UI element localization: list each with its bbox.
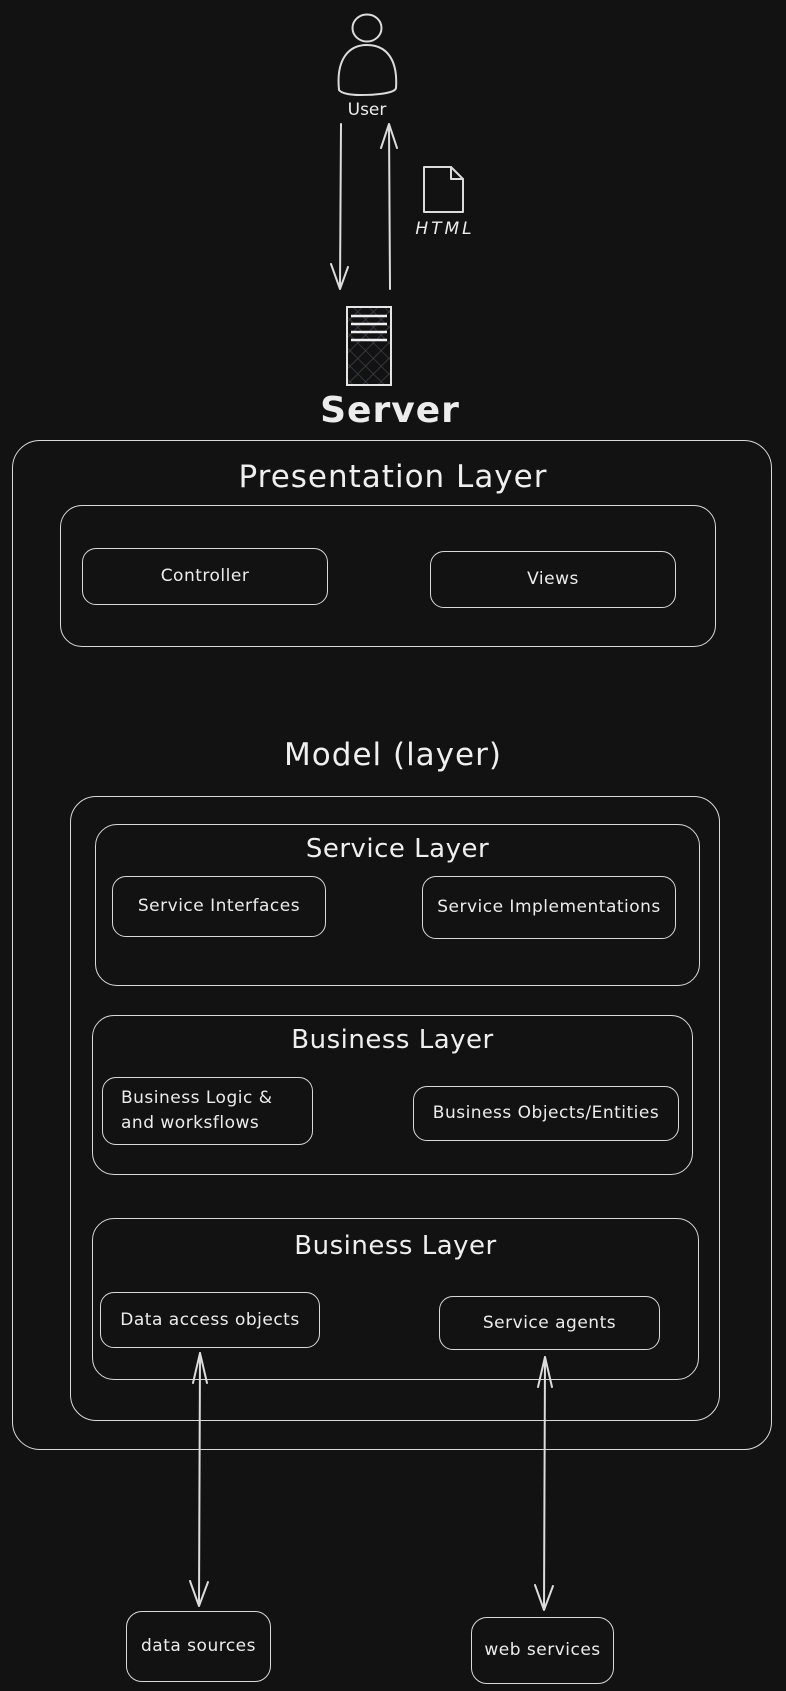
arrow-up-icon (380, 123, 398, 290)
server-label: Server (320, 390, 460, 431)
service-implementations-node: Service Implementations (422, 876, 676, 939)
user-icon (337, 13, 398, 96)
service-layer-box: Service Layer (95, 824, 700, 986)
business-logic-label: Business Logic & and worksflows (121, 1088, 273, 1133)
presentation-layer-title: Presentation Layer (238, 459, 548, 495)
business-objects-label: Business Objects/Entities (432, 1103, 660, 1124)
data-sources-node: data sources (126, 1611, 271, 1682)
presentation-layer-box (60, 505, 716, 647)
views-node: Views (430, 551, 676, 608)
user-label: User (347, 100, 387, 120)
web-services-node: web services (471, 1617, 614, 1684)
data-sources-label: data sources (140, 1636, 256, 1657)
data-access-objects-label: Data access objects (120, 1309, 300, 1330)
business-objects-node: Business Objects/Entities (413, 1086, 679, 1141)
business-layer-box-1: Business Layer (92, 1015, 693, 1175)
controller-label: Controller (160, 566, 250, 587)
server-icon (346, 306, 392, 386)
views-label: Views (527, 569, 579, 590)
server-outer-box (12, 440, 772, 1450)
business-layer-title-1: Business Layer (291, 1025, 494, 1055)
arrow-down-icon (330, 123, 349, 290)
business-logic-node: Business Logic & and worksflows (102, 1077, 313, 1145)
model-layer-title: Model (layer) (284, 737, 502, 773)
business-layer-box-2: Business Layer (92, 1218, 699, 1380)
service-agents-label: Service agents (482, 1312, 617, 1333)
html-document-icon (423, 166, 464, 213)
service-interfaces-node: Service Interfaces (112, 876, 326, 937)
data-access-objects-node: Data access objects (100, 1292, 320, 1348)
business-layer-title-2: Business Layer (294, 1231, 497, 1261)
service-interfaces-label: Service Interfaces (137, 896, 301, 917)
html-label: HTML (415, 219, 475, 239)
service-agents-node: Service agents (439, 1296, 660, 1350)
web-services-label: web services (484, 1640, 601, 1661)
model-layer-box (70, 796, 720, 1421)
service-implementations-label: Service Implementations (437, 897, 661, 918)
service-layer-title: Service Layer (305, 834, 490, 864)
controller-node: Controller (82, 548, 328, 605)
